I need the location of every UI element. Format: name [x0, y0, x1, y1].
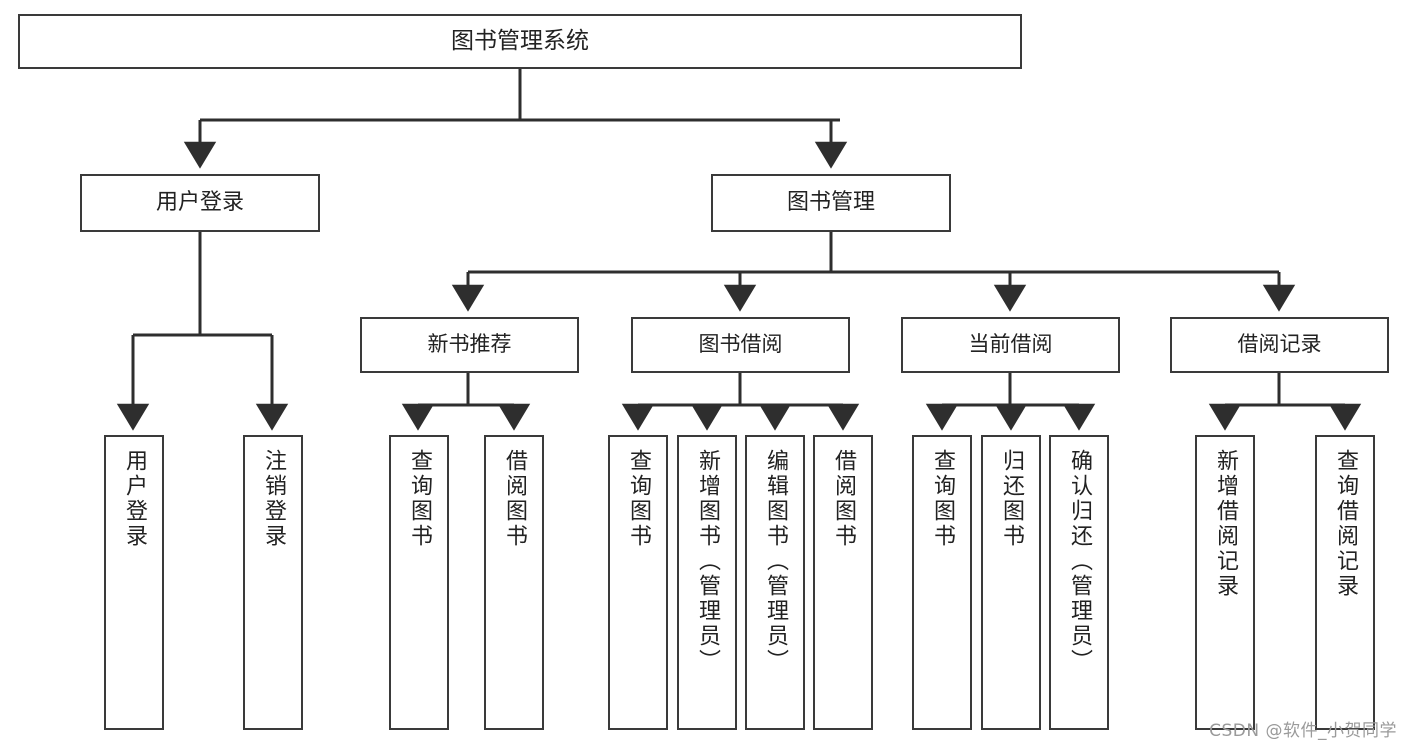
- node-label: 归还图书: [999, 449, 1024, 549]
- leaf-add-borrow-record[interactable]: 新增借阅记录: [1195, 435, 1255, 730]
- node-label: 注销登录: [261, 449, 286, 549]
- node-label: 新增借阅记录: [1213, 449, 1238, 599]
- leaf-query-book-recommend[interactable]: 查询图书: [389, 435, 449, 730]
- node-label: 借阅图书: [502, 449, 527, 549]
- node-label: 确认归还（管理员）: [1067, 449, 1092, 674]
- node-borrow-records[interactable]: 借阅记录: [1170, 317, 1389, 373]
- node-user-login[interactable]: 用户登录: [80, 174, 320, 232]
- node-label: 借阅记录: [1237, 332, 1322, 357]
- node-label: 用户登录: [122, 449, 147, 549]
- leaf-query-book-current[interactable]: 查询图书: [912, 435, 972, 730]
- leaf-borrow-book-recommend[interactable]: 借阅图书: [484, 435, 544, 730]
- leaf-query-borrow-record[interactable]: 查询借阅记录: [1315, 435, 1375, 730]
- node-label: 当前借阅: [968, 332, 1053, 357]
- node-label: 新增图书（管理员）: [695, 449, 720, 674]
- leaf-add-book[interactable]: 新增图书（管理员）: [677, 435, 737, 730]
- node-label: 图书借阅: [698, 332, 783, 357]
- node-book-borrow[interactable]: 图书借阅: [631, 317, 850, 373]
- csdn-watermark: CSDN @软件_小贺同学: [1209, 721, 1397, 741]
- node-label: 新书推荐: [427, 332, 512, 357]
- node-current-borrow[interactable]: 当前借阅: [901, 317, 1120, 373]
- leaf-confirm-return[interactable]: 确认归还（管理员）: [1049, 435, 1109, 730]
- node-label: 用户登录: [155, 189, 244, 215]
- node-label: 图书管理: [786, 189, 875, 215]
- node-label: 查询图书: [626, 449, 651, 549]
- leaf-borrow-book[interactable]: 借阅图书: [813, 435, 873, 730]
- node-new-book-recommend[interactable]: 新书推荐: [360, 317, 579, 373]
- leaf-user-login[interactable]: 用户登录: [104, 435, 164, 730]
- leaf-logout[interactable]: 注销登录: [243, 435, 303, 730]
- node-root-system[interactable]: 图书管理系统: [18, 14, 1022, 69]
- node-label: 查询图书: [930, 449, 955, 549]
- leaf-return-book[interactable]: 归还图书: [981, 435, 1041, 730]
- node-label: 查询借阅记录: [1333, 449, 1358, 599]
- node-label: 借阅图书: [831, 449, 856, 549]
- leaf-edit-book[interactable]: 编辑图书（管理员）: [745, 435, 805, 730]
- node-book-management[interactable]: 图书管理: [711, 174, 951, 232]
- node-label: 编辑图书（管理员）: [763, 449, 788, 674]
- node-label: 查询图书: [407, 449, 432, 549]
- leaf-query-book-borrow[interactable]: 查询图书: [608, 435, 668, 730]
- node-label: 图书管理系统: [451, 28, 589, 55]
